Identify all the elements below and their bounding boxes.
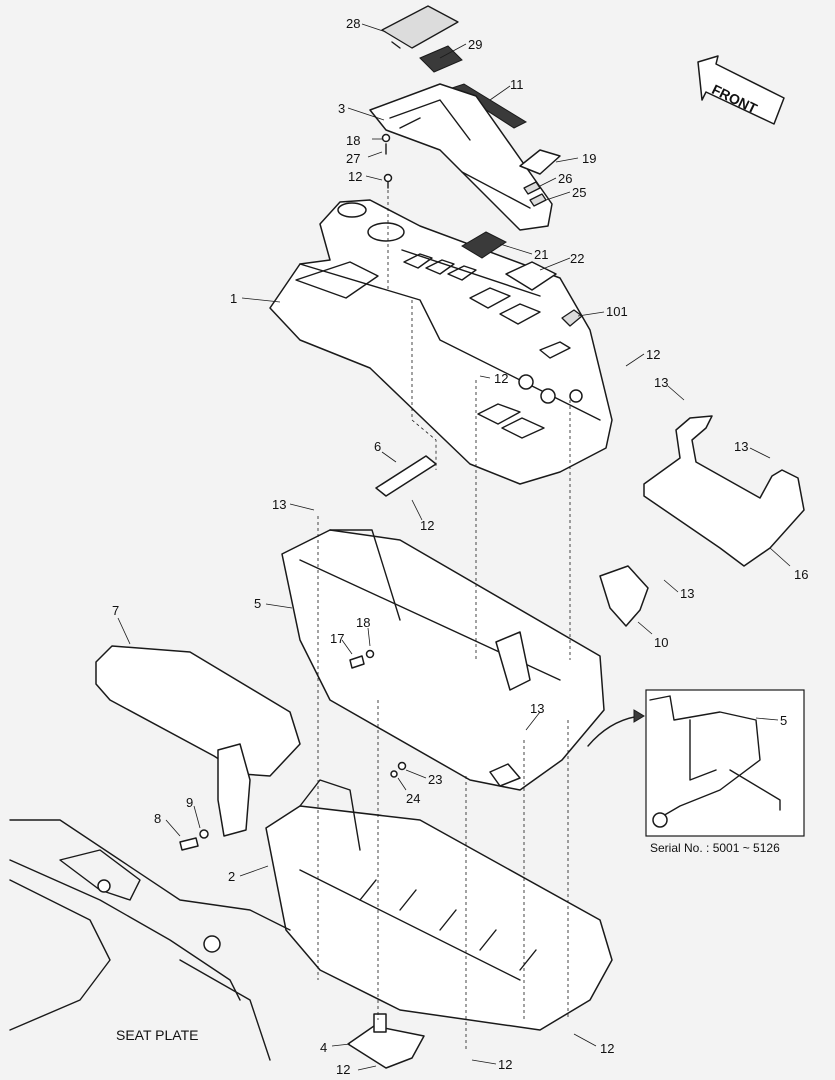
part-label: 10 [654,635,669,650]
part-10-clip [599,565,649,627]
part-label: 12 [336,1062,351,1077]
part-label: 24 [406,791,421,806]
part-label: 12 [600,1041,615,1056]
part-label: 13 [530,701,545,716]
part-label: 19 [582,151,597,166]
part-label: 16 [794,567,809,582]
part-7-armrest [95,645,301,837]
part-label: 13 [272,497,287,512]
alignment-lines [317,190,571,1052]
part-label: 2 [228,869,236,884]
inset-detail-box [587,689,805,837]
part-5-frame [281,529,605,791]
part-label: 25 [572,185,587,200]
part-label: 5 [254,596,262,611]
part-label: 3 [338,101,346,116]
part-label: 18 [346,133,361,148]
part-3-top-cover [369,83,553,231]
part-label: 8 [154,811,162,826]
part-label: 6 [374,439,382,454]
part-2-lower-tray [265,779,613,1031]
part-label: 22 [570,251,585,266]
part-label: 12 [348,169,363,184]
leader-lines [117,23,791,1071]
part-26-clip [523,181,541,195]
part-label: 26 [558,171,573,186]
part-label: 12 [420,518,435,533]
part-label: 11 [510,77,524,92]
part-label: 29 [468,37,483,52]
part-101-clip [561,309,583,327]
part-label: 13 [680,586,695,601]
part-label: 4 [320,1040,328,1055]
part-label: 23 [428,772,443,787]
part-4-plate [347,1013,425,1069]
part-label: 18 [356,615,371,630]
screw-icon [381,133,393,189]
part-6-bracket [375,455,437,497]
part-label: 21 [534,247,549,262]
part-label: 101 [606,304,628,319]
front-arrow-icon [697,55,785,125]
part-label: 9 [186,795,194,810]
part-label: 17 [330,631,345,646]
part-19-cover [519,149,561,175]
part-1-console [269,199,613,485]
part-label: 12 [494,371,509,386]
seat-plate-label: SEAT PLATE [116,1027,199,1043]
part-29-pad [419,45,463,73]
part-label: 27 [346,151,361,166]
part-label: 7 [112,603,120,618]
part-label: 13 [654,375,669,390]
bolt-icon [179,649,407,851]
part-21-switch-plate [461,231,507,259]
part-16-bracket [643,415,805,567]
part-28-lid [381,5,459,49]
part-label: 12 [498,1057,513,1072]
seat-plate-frame [9,819,291,1061]
part-label: 1 [230,291,238,306]
part-label: 13 [734,439,749,454]
inset-caption: Serial No. : 5001 ~ 5126 [650,841,780,855]
part-label: 28 [346,16,361,31]
part-label: 12 [646,347,661,362]
part-label: 5 [780,713,788,728]
